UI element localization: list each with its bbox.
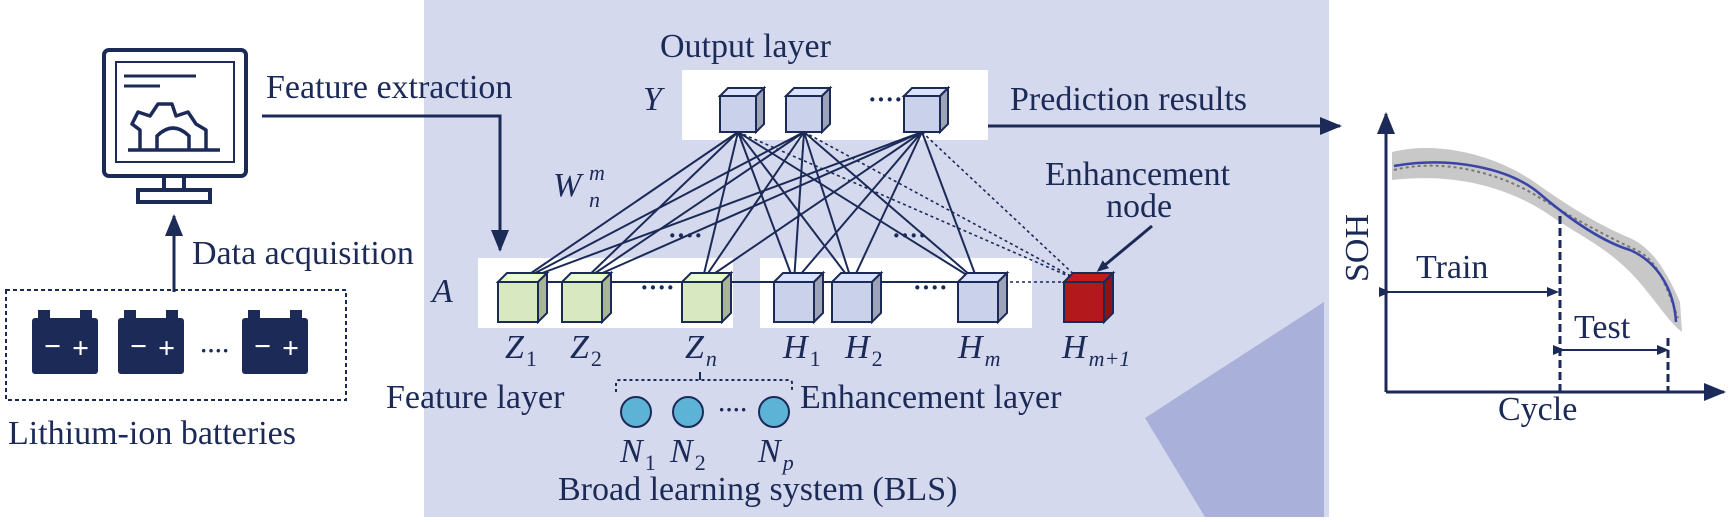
feature-links-ellipsis: ···· — [668, 221, 703, 250]
battery-group: −+−+−+ — [32, 310, 308, 374]
svg-text:+: + — [282, 332, 299, 365]
feature-node-label-2: Z2 — [570, 329, 602, 371]
output-node-2 — [783, 85, 833, 135]
output-node-3 — [901, 85, 951, 135]
train-label: Train — [1416, 249, 1488, 286]
input-node-3 — [758, 396, 790, 428]
lithium-ion-batteries-label: Lithium-ion batteries — [8, 415, 296, 452]
enhancement-links-ellipsis: ···· — [892, 221, 927, 250]
battery-pack-box — [5, 289, 347, 401]
battery-ellipsis: ···· — [200, 338, 229, 363]
feature-node-1 — [495, 270, 550, 325]
input-a-label: A — [430, 273, 453, 310]
output-node-1 — [717, 85, 767, 135]
enhancement-node-label-line2: node — [1106, 188, 1172, 225]
feature-layer-label: Feature layer — [386, 379, 565, 416]
chart-ylabel: SOH — [1339, 214, 1376, 282]
enhancement-node-extra — [1061, 270, 1116, 325]
output-layer-label: Output layer — [660, 28, 832, 65]
output-nodes — [717, 85, 951, 135]
enhancement-node-arrow — [1096, 224, 1153, 272]
feature-nodes-ellipsis: ···· — [640, 273, 675, 302]
enhancement-node-2 — [829, 270, 884, 325]
input-nodes-ellipsis: ···· — [718, 397, 747, 422]
bls-label: Broad learning system (BLS) — [558, 471, 957, 508]
input-node-label-3: Np — [757, 433, 794, 475]
panel-fold-triangle — [1145, 302, 1324, 517]
node-labels: Z1 Z2 Zn H1 H2 Hm Hm+1N1 N2 Np — [505, 329, 1130, 475]
prediction-results-label: Prediction results — [1010, 81, 1247, 118]
weight-sub: n — [589, 187, 600, 212]
input-node-2 — [672, 396, 704, 428]
output-ellipsis: ···· — [868, 85, 903, 114]
computer-monitor-icon — [102, 48, 248, 204]
feature-node-2 — [559, 270, 614, 325]
feature-node-label-1: Z1 — [505, 329, 537, 371]
enhancement-node-1 — [771, 270, 826, 325]
enhancement-node-3 — [955, 270, 1010, 325]
enhancement-node-label-1: H1 — [782, 329, 821, 371]
battery-icon-3: −+ — [242, 310, 308, 374]
soh-dotted-curve — [1393, 164, 1679, 319]
soh-prediction-curve — [1393, 161, 1678, 323]
output-ellipsis-text: ···· — [868, 85, 903, 114]
soh-chart: Train Test Cycle SOH — [1339, 112, 1726, 428]
enhancement-node-label-2: H2 — [844, 329, 883, 371]
battery-icon-2: −+ — [118, 310, 184, 374]
svg-text:+: + — [72, 332, 89, 365]
feature-node-3 — [679, 270, 734, 325]
input-node-1 — [620, 396, 652, 428]
feature-node-label-3: Zn — [685, 329, 717, 371]
svg-text:−: − — [254, 330, 271, 363]
weight-main: W — [553, 167, 584, 204]
feature-extraction-arrow — [262, 114, 509, 252]
input-nodes — [620, 396, 790, 428]
enhancement-layer-label: Enhancement layer — [800, 379, 1062, 416]
svg-text:−: − — [130, 330, 147, 363]
soh-confidence-band — [1392, 147, 1682, 332]
weight-label: W m n — [553, 160, 605, 212]
weight-sup: m — [589, 160, 605, 185]
enhancement-node-label-line1: Enhancement — [1045, 156, 1231, 193]
enhancement-nodes-ellipsis: ···· — [913, 273, 948, 302]
feature-extraction-label: Feature extraction — [266, 69, 512, 106]
svg-text:+: + — [158, 332, 175, 365]
enhancement-node-label-3: Hm — [957, 329, 1000, 371]
data-acquisition-label: Data acquisition — [192, 235, 414, 272]
input-node-label-2: N2 — [669, 433, 706, 475]
battery-icon-1: −+ — [32, 310, 98, 374]
layer-nodes — [495, 270, 1116, 325]
input-node-label-1: N1 — [619, 433, 656, 475]
layer-brace — [615, 379, 793, 392]
enhancement-node-label-extra: Hm+1 — [1061, 329, 1130, 371]
svg-text:−: − — [44, 330, 61, 363]
output-y-label: Y — [643, 81, 665, 118]
test-label: Test — [1574, 309, 1631, 346]
chart-xlabel: Cycle — [1498, 391, 1577, 428]
